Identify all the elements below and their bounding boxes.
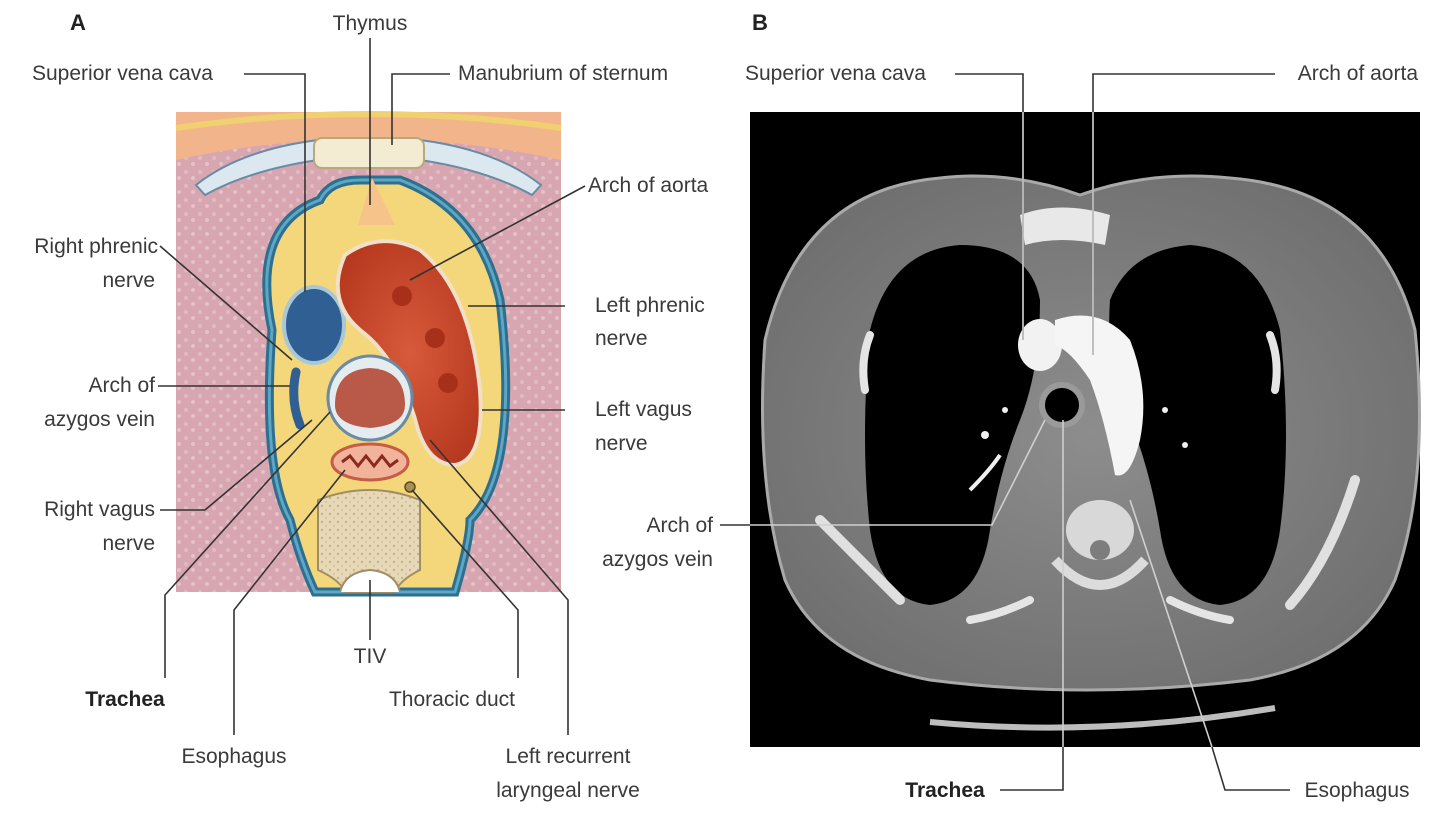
ct-vessel	[1162, 407, 1168, 413]
leader-thoracic-duct	[411, 489, 519, 678]
label-azygos-1: Arch of	[88, 374, 155, 397]
azygos-vein	[289, 367, 305, 430]
leader-b-azygos-inner	[750, 419, 1046, 526]
ct-right-lung	[865, 245, 1040, 605]
panel-b-letter: B	[752, 10, 768, 35]
label-azygos-2: azygos vein	[44, 408, 155, 431]
ct-posterior-elements	[1051, 556, 1149, 590]
label-thoracic-duct: Thoracic duct	[389, 688, 515, 711]
ct-body	[761, 174, 1421, 692]
ct-vertebral-body	[1066, 500, 1134, 560]
label-left-vagus-2: nerve	[595, 432, 648, 455]
ct-rib	[966, 596, 1034, 624]
manubrium	[313, 137, 425, 169]
aorta-branch	[438, 373, 458, 393]
leader-right-phrenic	[159, 245, 293, 361]
leader-trachea	[164, 411, 331, 678]
leader-b-trachea	[1000, 747, 1064, 791]
thymus	[358, 178, 395, 225]
label-trachea: Trachea	[85, 688, 165, 711]
ct-vessel	[968, 453, 1002, 492]
subcutaneous-fat	[175, 111, 562, 131]
ct-rib	[1166, 596, 1234, 624]
leader-arch-aorta	[409, 185, 586, 281]
ct-vessel	[1182, 442, 1188, 448]
label-left-vagus-1: Left vagus	[595, 398, 692, 421]
ct-svc	[1018, 319, 1062, 371]
label-arch-aorta: Arch of aorta	[588, 174, 709, 197]
ct-trachea	[1039, 382, 1085, 428]
leader-esophagus	[233, 469, 346, 735]
ct-table	[929, 705, 1276, 731]
label-b-svc: Superior vena cava	[745, 62, 926, 85]
ct-left-lung	[1109, 245, 1286, 605]
trachea-lumen	[335, 368, 405, 428]
label-b-azygos-1: Arch of	[646, 514, 713, 537]
arch-of-aorta	[335, 239, 483, 468]
label-right-vagus-1: Right vagus	[44, 498, 155, 521]
label-b-esophagus: Esophagus	[1304, 779, 1409, 802]
leader-svc	[244, 73, 306, 292]
esophagus-lumen	[341, 453, 399, 469]
chest-wall	[176, 112, 561, 160]
ct-vessel	[1002, 407, 1008, 413]
aorta-branch	[425, 328, 445, 348]
panel-b-ct-scan: B	[602, 10, 1421, 802]
ct-rib	[859, 331, 874, 394]
superior-vena-cava	[282, 285, 346, 365]
ct-right-scapula	[815, 515, 905, 605]
panel-a-illustration: A	[32, 10, 709, 802]
label-left-phrenic-2: nerve	[595, 327, 648, 350]
vertebra-tiv	[317, 489, 421, 593]
label-esophagus: Esophagus	[181, 745, 286, 768]
label-right-phrenic-1: Right phrenic	[34, 235, 158, 258]
ct-spinal-canal	[1090, 540, 1110, 560]
label-right-vagus-2: nerve	[102, 532, 155, 555]
label-manubrium: Manubrium of sternum	[458, 62, 668, 85]
label-right-phrenic-2: nerve	[102, 269, 155, 292]
ct-arch-aorta	[1055, 315, 1144, 476]
thoracic-duct	[404, 481, 416, 493]
panel-a-letter: A	[70, 10, 86, 35]
label-left-phrenic-1: Left phrenic	[595, 294, 705, 317]
leader-lrln	[429, 439, 569, 735]
label-b-trachea: Trachea	[905, 779, 985, 802]
ct-vessel	[981, 431, 989, 439]
leader-b-esophagus-inner	[1129, 499, 1213, 748]
leader-b-esophagus	[1211, 746, 1290, 791]
ct-rib	[1266, 331, 1281, 394]
label-b-arch-aorta: Arch of aorta	[1298, 62, 1419, 85]
label-thymus: Thymus	[333, 12, 408, 35]
label-lrln-1: Left recurrent	[506, 745, 631, 768]
label-tiv: TIV	[354, 645, 387, 668]
pleura-inner	[265, 178, 508, 594]
aorta-branch	[392, 286, 412, 306]
ct-left-scapula	[1285, 475, 1360, 610]
ct-sternum	[1020, 207, 1110, 245]
leader-right-vagus	[160, 419, 313, 511]
label-b-azygos-2: azygos vein	[602, 548, 713, 571]
label-lrln-2: laryngeal nerve	[496, 779, 640, 802]
leader-manubrium	[391, 73, 450, 145]
label-svc: Superior vena cava	[32, 62, 213, 85]
